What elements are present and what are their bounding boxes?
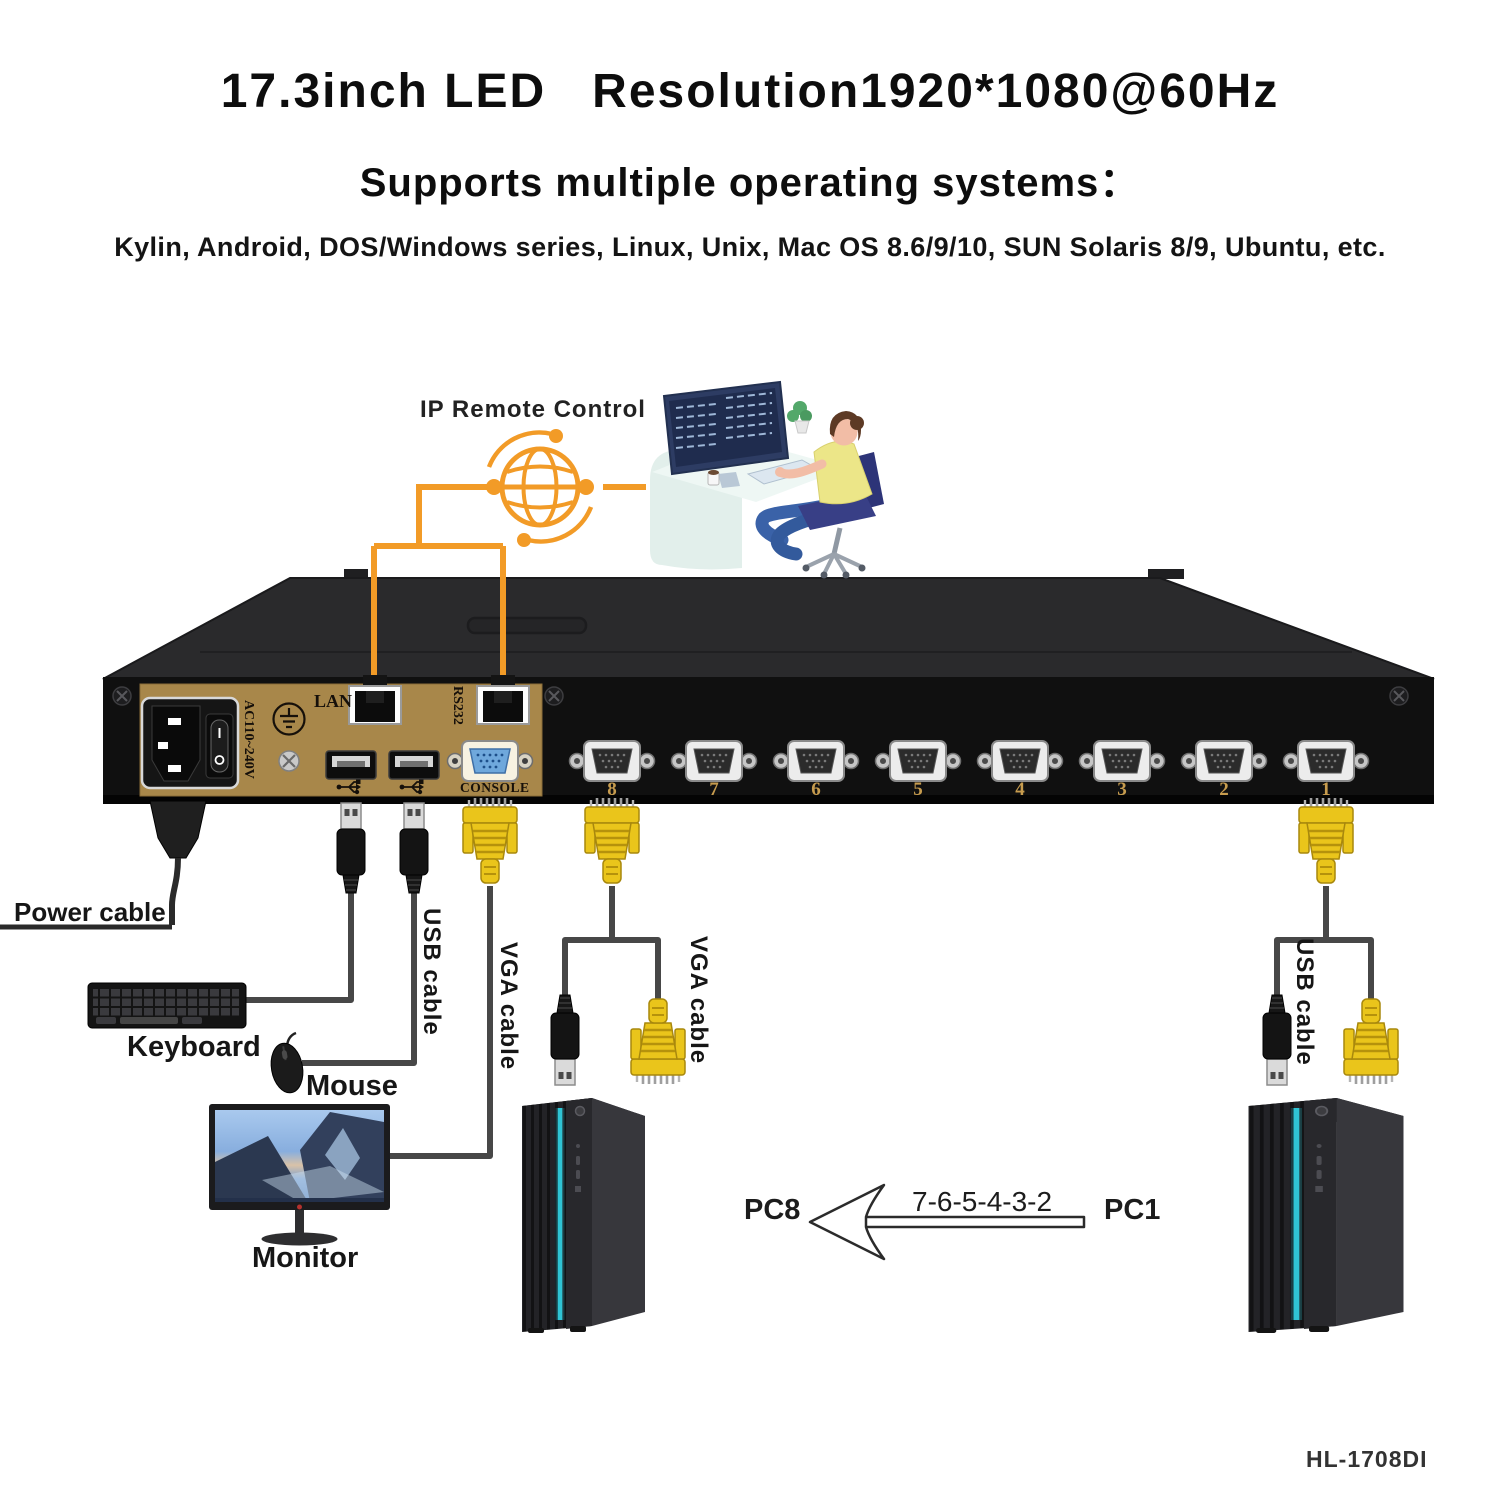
ac-voltage-label: AC110~240V	[241, 700, 256, 779]
keyboard-label: Keyboard	[127, 1031, 261, 1063]
port-number-3: 3	[1117, 779, 1127, 800]
kvm-device-lid	[102, 569, 1435, 680]
port-number-8: 8	[607, 779, 617, 800]
page-title: 17.3inch LED Resolution1920*1080@60Hz	[220, 65, 1280, 118]
usb-connector-pc1	[1262, 994, 1292, 1086]
pc1-label: PC1	[1104, 1194, 1161, 1226]
port-number-6: 6	[811, 779, 821, 800]
vga-cable-label-mid: VGA cable	[685, 936, 712, 1065]
pc8-label: PC8	[744, 1194, 801, 1226]
ip-remote-links	[371, 484, 646, 676]
port-number-2: 2	[1219, 779, 1229, 800]
screw-icon	[1389, 686, 1409, 706]
model-number: HL-1708DI	[1306, 1446, 1428, 1472]
monitor-illustration	[209, 1104, 390, 1246]
vga-connector-port1	[1297, 796, 1355, 885]
screw-icon	[544, 686, 564, 706]
cables	[246, 886, 1374, 1159]
sequence-label: 7-6-5-4-3-2	[912, 1186, 1053, 1217]
vga-connector-console	[461, 796, 519, 885]
mouse-illustration	[270, 1031, 304, 1094]
power-cord	[0, 800, 207, 930]
keyboard-illustration	[87, 982, 247, 1029]
power-cable-label: Power cable	[14, 897, 166, 927]
pc1-tower	[1249, 1098, 1404, 1333]
port-number-5: 5	[913, 779, 923, 800]
port-number-1: 1	[1321, 779, 1331, 800]
console-label: CONSOLE	[460, 780, 530, 795]
mouse-label: Mouse	[306, 1070, 398, 1102]
globe-icon	[486, 429, 594, 547]
usb-port-2	[388, 750, 440, 780]
usb-connector-pc8	[550, 994, 580, 1086]
page-subtitle: Supports multiple operating systems：	[359, 161, 1141, 205]
usb-cable-label-left: USB cable	[418, 908, 445, 1036]
panel-screw-icon	[278, 750, 300, 772]
os-support-text: Kylin, Android, DOS/Windows series, Linu…	[114, 232, 1386, 262]
ground-symbol-icon	[272, 702, 306, 736]
usb-cable-label-right: USB cable	[1291, 938, 1318, 1066]
port-number-7: 7	[709, 779, 719, 800]
kvm-device-panel	[103, 674, 1434, 804]
usb-connector-keyboard	[336, 802, 366, 894]
port-number-4: 4	[1015, 779, 1025, 800]
monitor-label: Monitor	[252, 1242, 359, 1274]
vga-cable-label-console: VGA cable	[495, 942, 522, 1071]
pc8-tower	[522, 1098, 645, 1333]
lan-label: LAN	[314, 691, 353, 711]
rs232-label: RS232	[450, 686, 465, 725]
ip-remote-label: IP Remote Control	[420, 396, 646, 423]
screw-icon	[112, 686, 132, 706]
vga-connector-pc1	[1342, 997, 1400, 1086]
vga-connector-port8	[583, 796, 641, 885]
usb-port-1	[325, 750, 377, 780]
power-inlet	[140, 696, 240, 790]
switch-order-arrow	[808, 1183, 1086, 1261]
person-illustration	[650, 380, 884, 579]
usb-connector-mouse	[399, 802, 429, 894]
vga-connector-pc8	[629, 997, 687, 1086]
